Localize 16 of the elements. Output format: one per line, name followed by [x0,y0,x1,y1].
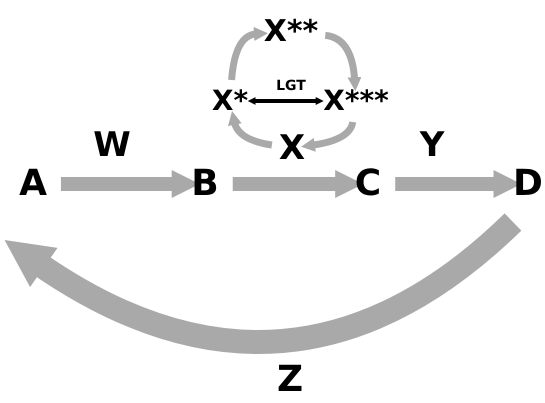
edge-label: Y [420,128,444,162]
node-label: X** [264,17,318,47]
node-label: A [19,166,47,202]
node-label: B [191,166,219,202]
node-label: X*** [323,87,389,115]
node-label: X* [212,87,248,115]
node-label: X [278,131,306,165]
node-label: D [513,166,543,202]
block-arrow [4,213,522,354]
edge-label: Z [276,362,304,398]
block-arrow [228,27,268,80]
edge-label: W [93,128,131,162]
double-arrow [248,97,324,105]
node-label: C [354,166,382,202]
block-arrow [228,111,272,148]
edge-label: LGT [276,79,306,93]
